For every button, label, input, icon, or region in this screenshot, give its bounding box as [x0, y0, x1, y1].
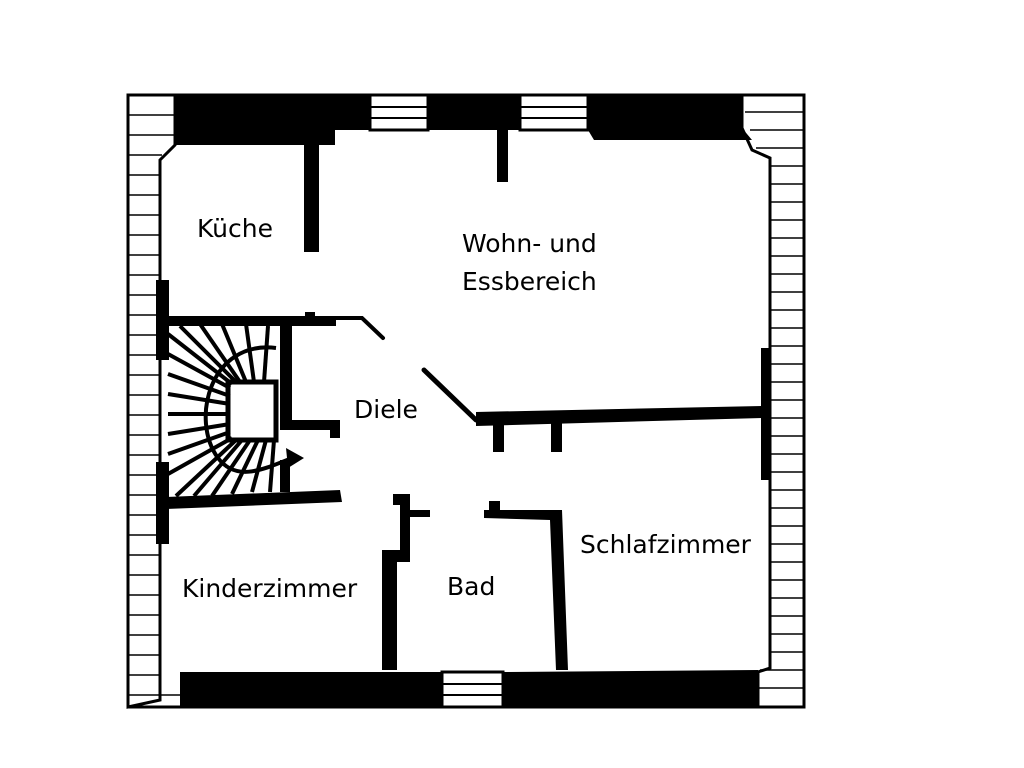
door-swings	[305, 312, 479, 423]
bottom-exterior-wall	[180, 670, 758, 707]
staircase	[166, 322, 304, 498]
interior-walls	[156, 128, 771, 670]
room-label-schlafzimmer: Schlafzimmer	[580, 530, 752, 559]
top-exterior-wall	[175, 95, 752, 145]
room-label-kueche: Küche	[197, 214, 273, 243]
stair-arrow-icon	[286, 448, 304, 468]
room-label-bad: Bad	[447, 572, 495, 601]
bottom-window	[440, 670, 505, 709]
room-label-kinderzimmer: Kinderzimmer	[182, 574, 358, 603]
top-window-right	[518, 93, 590, 132]
room-label-wohn-line1: Wohn- und	[462, 229, 597, 258]
top-window-left	[368, 93, 430, 132]
room-label-wohn-line2: Essbereich	[462, 267, 597, 296]
outer-border	[126, 93, 806, 709]
room-label-diele: Diele	[354, 395, 418, 424]
stair-treads	[166, 322, 276, 498]
